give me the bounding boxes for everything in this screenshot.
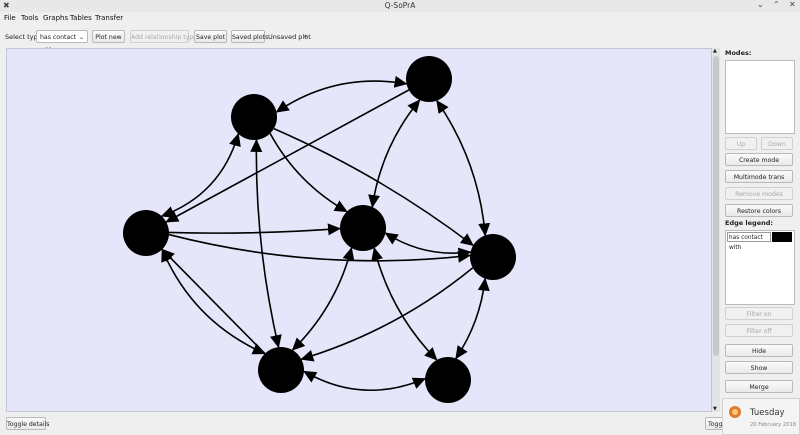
notification-day: Tuesday: [750, 408, 785, 418]
unsaved-marker: *: [304, 33, 308, 41]
graph-edge[interactable]: [161, 248, 266, 355]
graph-node-n7[interactable]: [425, 357, 471, 403]
close-icon[interactable]: ✕: [789, 0, 796, 9]
graph-edge[interactable]: [303, 370, 426, 392]
scroll-down-icon[interactable]: ▼: [713, 406, 717, 412]
edge-legend-title: Edge legend:: [725, 219, 773, 227]
down-button[interactable]: Down: [761, 137, 793, 150]
plot-new-button[interactable]: Plot new: [92, 30, 125, 43]
graph-edge[interactable]: [168, 233, 472, 263]
hide-button[interactable]: Hide: [725, 344, 793, 357]
graph-edge[interactable]: [436, 99, 491, 237]
graph-edge[interactable]: [384, 232, 472, 260]
graph-node-n5[interactable]: [470, 234, 516, 280]
scroll-up-icon[interactable]: ▲: [713, 48, 717, 54]
merge-button[interactable]: Merge: [725, 380, 793, 393]
canvas-scrollbar[interactable]: ▲ ▼: [712, 48, 720, 412]
graph-node-n6[interactable]: [258, 347, 304, 393]
legend-color-swatch[interactable]: [772, 232, 792, 242]
graph-edge[interactable]: [250, 138, 282, 349]
graph-edge[interactable]: [168, 223, 342, 236]
graph-edge[interactable]: [269, 133, 348, 213]
plot-status: Unsaved plot: [268, 33, 311, 41]
remove-modes-button[interactable]: Remove modes: [725, 187, 793, 200]
graph-node-n1[interactable]: [231, 94, 277, 140]
legend-entry-label[interactable]: has contact with: [727, 232, 771, 251]
show-button[interactable]: Show: [725, 361, 793, 374]
graph-edge[interactable]: [160, 132, 241, 218]
menu-graphs[interactable]: Graphs: [43, 14, 69, 22]
menu-tables[interactable]: Tables: [70, 14, 92, 22]
notification-date: 20 February 2018: [750, 422, 797, 428]
toolbar: Select type has contact with ⌄ Plot new …: [0, 28, 800, 54]
toggle-details-button[interactable]: Toggle details: [6, 417, 49, 430]
save-plot-button[interactable]: Save plot: [194, 30, 227, 43]
graph-edge[interactable]: [455, 277, 490, 360]
filter-off-button[interactable]: Filter off: [725, 324, 793, 337]
graph-edge[interactable]: [371, 247, 438, 361]
restore-colors-button[interactable]: Restore colors: [725, 204, 793, 217]
add-relationship-type-button[interactable]: Add relationship type: [130, 30, 197, 43]
modes-list[interactable]: [725, 60, 795, 134]
minimize-icon[interactable]: ⌄: [757, 0, 764, 9]
bottom-bar: [0, 414, 800, 435]
chevron-down-icon: ⌄: [78, 34, 84, 41]
graph-edges: [160, 75, 491, 392]
maximize-icon[interactable]: ⌃: [773, 0, 780, 9]
graph-node-n4[interactable]: [340, 205, 386, 251]
menu-file[interactable]: File: [4, 14, 16, 22]
menu-tools[interactable]: Tools: [21, 14, 39, 22]
multimode-trans-button[interactable]: Multimode trans: [725, 170, 793, 183]
graph-edge[interactable]: [291, 246, 355, 351]
edge-legend-list[interactable]: has contact with: [725, 230, 795, 305]
menu-bar: File Tools Graphs Tables Transfer: [0, 12, 800, 24]
up-button[interactable]: Up: [725, 137, 757, 150]
menu-transfer[interactable]: Transfer: [95, 14, 124, 22]
create-mode-button[interactable]: Create mode: [725, 153, 793, 166]
graph-edge[interactable]: [161, 248, 266, 355]
graph-edge[interactable]: [275, 75, 408, 113]
modes-title: Modes:: [725, 49, 752, 57]
date-notification: Tuesday 20 February 2018: [722, 398, 800, 435]
graph-node-n3[interactable]: [123, 210, 169, 256]
window-title: Q-SoPrA: [384, 1, 416, 10]
weather-icon: [729, 406, 741, 418]
app-icon: ✖: [3, 1, 10, 10]
graph-edge[interactable]: [300, 267, 474, 362]
graph-node-n2[interactable]: [406, 56, 452, 102]
filter-on-button[interactable]: Filter on: [725, 307, 793, 320]
saved-plots-button[interactable]: Saved plots: [231, 30, 268, 43]
select-type-label: Select type: [5, 33, 42, 41]
graph-edge[interactable]: [368, 99, 421, 208]
scrollbar-thumb[interactable]: [713, 56, 719, 356]
graph-nodes: [123, 56, 516, 403]
